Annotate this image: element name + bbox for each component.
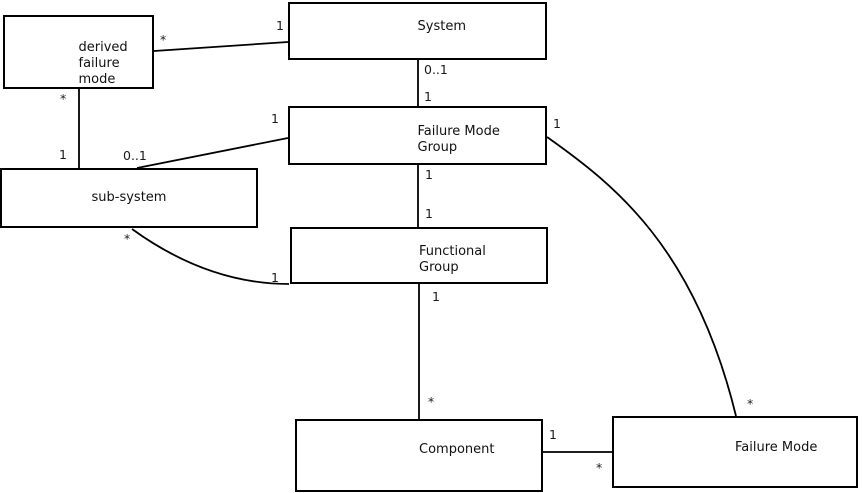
node-failure-mode-group: Failure Mode Group	[288, 106, 547, 165]
multiplicity-label: *	[160, 32, 167, 47]
node-label: Component	[419, 442, 495, 457]
multiplicity-label: 0..1	[424, 62, 448, 77]
node-component: Component	[295, 419, 543, 492]
node-system: System	[288, 2, 547, 60]
multiplicity-label: *	[60, 91, 67, 106]
multiplicity-label: 1	[425, 206, 433, 221]
node-label: sub-system	[91, 190, 167, 205]
connector-failure-mode-group-sub-system	[136, 137, 289, 169]
node-label: Failure Mode	[735, 440, 818, 455]
multiplicity-label: 1	[425, 167, 433, 182]
node-label: Functional Group	[419, 244, 486, 275]
connector-derived-failure-mode-system	[153, 41, 289, 52]
multiplicity-label: 1	[59, 147, 67, 162]
node-label: Failure Mode Group	[417, 124, 500, 155]
node-derived-failure-mode: derived failure mode	[3, 15, 154, 89]
multiplicity-label: 0..1	[123, 148, 147, 163]
connector-failure-mode-group-failure-mode	[546, 136, 737, 417]
multiplicity-label: 1	[553, 116, 561, 131]
multiplicity-label: *	[124, 231, 131, 246]
multiplicity-label: *	[596, 460, 603, 475]
node-functional-group: Functional Group	[290, 227, 548, 284]
multiplicity-label: 1	[432, 289, 440, 304]
multiplicity-label: 1	[549, 427, 557, 442]
connector-sub-system-functional-group	[131, 228, 290, 285]
multiplicity-label: 1	[271, 270, 279, 285]
multiplicity-label: 1	[424, 89, 432, 104]
multiplicity-label: *	[428, 394, 435, 409]
multiplicity-label: 1	[276, 18, 284, 33]
node-sub-system: sub-system	[0, 168, 258, 228]
node-label: System	[417, 19, 466, 34]
node-label: derived failure mode	[78, 40, 128, 87]
multiplicity-label: *	[747, 396, 754, 411]
node-failure-mode: Failure Mode	[612, 416, 858, 488]
multiplicity-label: 1	[271, 111, 279, 126]
